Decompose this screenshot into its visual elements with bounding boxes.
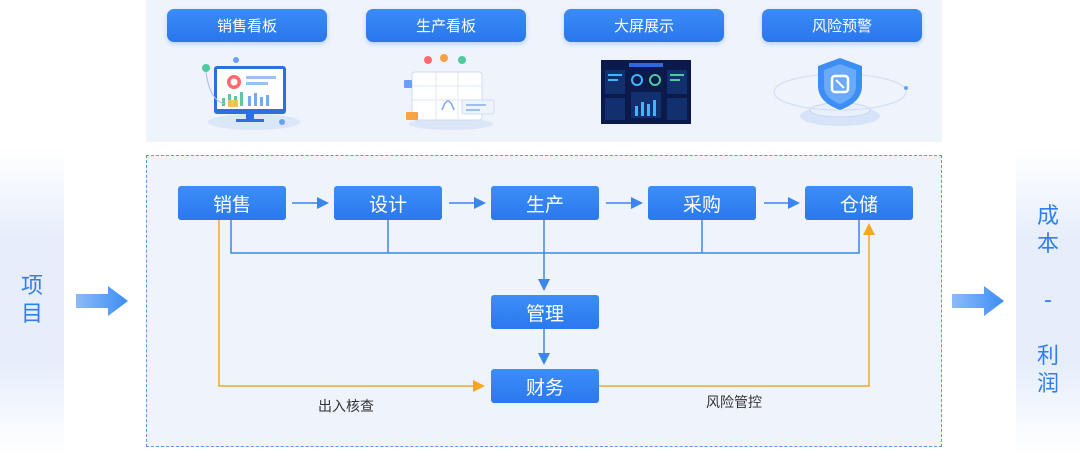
risk-line: [598, 223, 875, 387]
big-screen-button[interactable]: 大屏展示: [564, 9, 724, 42]
left-label-char-2: 目: [20, 302, 43, 327]
audit-label: 出入核查: [318, 399, 374, 415]
left-label-char-1: 项: [20, 274, 43, 299]
production-dashboard-button[interactable]: 生产看板: [366, 9, 526, 42]
sales-dashboard-button[interactable]: 销售看板: [167, 9, 327, 42]
left-big-arrow-icon: [76, 286, 128, 316]
collector-line: [230, 220, 860, 254]
right-label-char-3: 利: [1036, 344, 1059, 369]
risk-label: 风险管控: [706, 395, 762, 411]
right-side-band: 成 本 - 利 润: [1016, 148, 1080, 454]
node-warehouse[interactable]: 仓储: [805, 186, 913, 220]
right-label-char-2: 本: [1036, 232, 1059, 257]
shield-warning-illustration-icon: [773, 58, 908, 126]
production-dashboard-illustration-icon: [404, 54, 495, 130]
node-design[interactable]: 设计: [334, 186, 442, 220]
node-purchase[interactable]: 采购: [648, 186, 756, 220]
big-screen-illustration-icon: [601, 60, 691, 124]
sales-dashboard-illustration-icon: [202, 57, 300, 130]
dashboard-panel: 销售看板 生产看板 大屏展示 风险预警: [146, 0, 942, 142]
audit-line: [218, 220, 485, 392]
node-finance[interactable]: 财务: [491, 369, 599, 403]
right-label-dash: -: [1044, 288, 1052, 313]
node-production[interactable]: 生产: [491, 186, 599, 220]
node-sales[interactable]: 销售: [178, 186, 286, 220]
right-label-char-4: 润: [1036, 372, 1059, 397]
right-big-arrow-icon: [952, 286, 1004, 316]
node-management[interactable]: 管理: [491, 295, 599, 329]
right-label-char-1: 成: [1036, 204, 1059, 229]
left-side-band: 项 目: [0, 148, 64, 454]
risk-warning-button[interactable]: 风险预警: [762, 9, 922, 42]
